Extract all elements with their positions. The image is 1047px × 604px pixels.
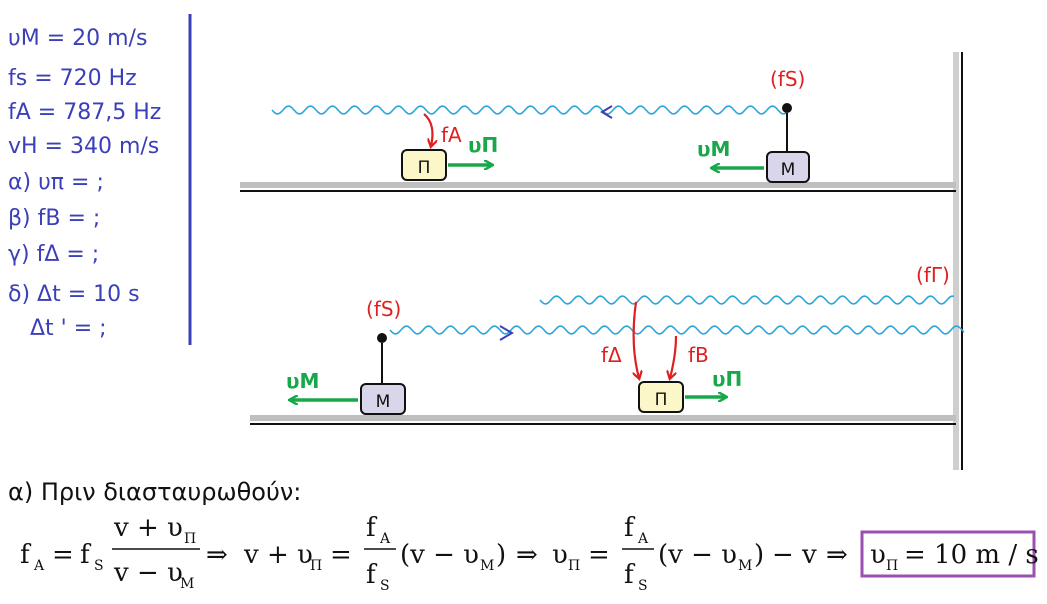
svg-text:): ) bbox=[496, 540, 506, 570]
sound-wave-top bbox=[271, 105, 787, 115]
svg-text:f: f bbox=[624, 513, 636, 543]
svg-text:(v − υ: (v − υ bbox=[400, 540, 479, 570]
question-d-prime: Δt ' = ; bbox=[30, 316, 107, 341]
source-top-freq: (fS) bbox=[770, 67, 805, 91]
given-fa: fA = 787,5 Hz bbox=[8, 100, 162, 125]
svg-text:Π: Π bbox=[310, 558, 322, 574]
svg-text:f: f bbox=[80, 540, 92, 570]
freq-b-label: fB bbox=[688, 343, 709, 367]
freq-a-label: fA bbox=[441, 123, 462, 147]
result-box bbox=[860, 530, 1036, 578]
svg-text:Π: Π bbox=[184, 531, 196, 547]
given-vh: vH = 340 m/s bbox=[8, 134, 160, 159]
solution-equation: f A = f S v + υ Π v − υ M ⇒ v + υ Π = f … bbox=[20, 506, 1040, 602]
svg-text:f: f bbox=[366, 560, 378, 590]
source-bottom-label: Μ bbox=[376, 392, 391, 412]
svg-text:Π: Π bbox=[886, 558, 898, 574]
svg-text:− v: − v bbox=[772, 540, 817, 570]
svg-text:Π: Π bbox=[568, 558, 580, 574]
observer-top-label: Π bbox=[418, 158, 431, 178]
svg-text:v − υ: v − υ bbox=[113, 558, 183, 588]
svg-text:S: S bbox=[638, 578, 648, 594]
wave-top-direction-icon bbox=[600, 105, 613, 119]
svg-text:M: M bbox=[480, 558, 494, 574]
reflected-wave bbox=[539, 295, 955, 305]
svg-text:A: A bbox=[637, 531, 649, 547]
question-b: β) fB = ; bbox=[8, 206, 101, 231]
svg-text:=: = bbox=[52, 540, 74, 570]
question-a: α) υπ = ; bbox=[8, 170, 104, 195]
svg-text:S: S bbox=[94, 558, 104, 574]
wall bbox=[953, 52, 963, 470]
svg-text:): ) bbox=[754, 540, 764, 570]
observer-top: Π bbox=[401, 149, 447, 181]
svg-text:υ: υ bbox=[552, 540, 568, 570]
svg-text:A: A bbox=[379, 531, 391, 547]
source-top-velocity-label: υΜ bbox=[697, 137, 730, 161]
doppler-diagram: Μ (fS) υΜ Π υΠ fA Μ (fS) υΜ Π υΠ fΔ fB (… bbox=[188, 14, 965, 470]
freq-delta-arrow bbox=[634, 301, 639, 378]
observer-bottom-label: Π bbox=[655, 390, 668, 410]
svg-text:S: S bbox=[380, 578, 390, 594]
freq-b-arrow bbox=[670, 335, 678, 378]
sound-wave-bottom bbox=[389, 325, 965, 335]
reflection-freq-label: (fΓ) bbox=[916, 263, 950, 287]
question-c: γ) fΔ = ; bbox=[8, 242, 100, 267]
road-bottom bbox=[250, 415, 956, 425]
observer-bottom: Π bbox=[638, 381, 684, 413]
given-fs: fs = 720 Hz bbox=[8, 66, 137, 91]
svg-text:=: = bbox=[330, 540, 352, 570]
freq-delta-label: fΔ bbox=[601, 343, 622, 367]
solution-heading: α) Πριν διασταυρωθούν: bbox=[8, 478, 302, 506]
source-bottom-freq: (fS) bbox=[366, 297, 401, 321]
source-top-label: Μ bbox=[781, 160, 796, 180]
svg-text:⇒: ⇒ bbox=[516, 540, 538, 570]
svg-text:M: M bbox=[180, 576, 194, 592]
road-top bbox=[240, 182, 956, 192]
source-bottom: Μ bbox=[360, 333, 406, 415]
result-value: = 10 m / s bbox=[904, 540, 1039, 570]
svg-text:f: f bbox=[366, 513, 378, 543]
freq-a-arrow bbox=[423, 113, 432, 146]
svg-text:⇒: ⇒ bbox=[826, 540, 848, 570]
svg-text:f: f bbox=[624, 560, 636, 590]
result-symbol: υ bbox=[870, 540, 886, 570]
source-bottom-velocity-label: υΜ bbox=[286, 369, 319, 393]
svg-text:v + υ: v + υ bbox=[113, 513, 183, 543]
question-d: δ) Δt = 10 s bbox=[8, 282, 140, 307]
observer-bottom-velocity-label: υΠ bbox=[712, 367, 742, 391]
given-um: υΜ = 20 m/s bbox=[8, 26, 148, 51]
svg-text:M: M bbox=[738, 558, 752, 574]
wave-bottom-direction-icon bbox=[499, 325, 514, 341]
svg-text:⇒: ⇒ bbox=[206, 540, 228, 570]
svg-text:(v − υ: (v − υ bbox=[658, 540, 737, 570]
source-top: Μ bbox=[766, 103, 810, 183]
svg-text:A: A bbox=[33, 558, 45, 574]
svg-text:=: = bbox=[588, 540, 610, 570]
observer-top-velocity-label: υΠ bbox=[468, 133, 498, 157]
eq-fa: f bbox=[20, 540, 32, 570]
svg-text:v + υ: v + υ bbox=[243, 540, 313, 570]
